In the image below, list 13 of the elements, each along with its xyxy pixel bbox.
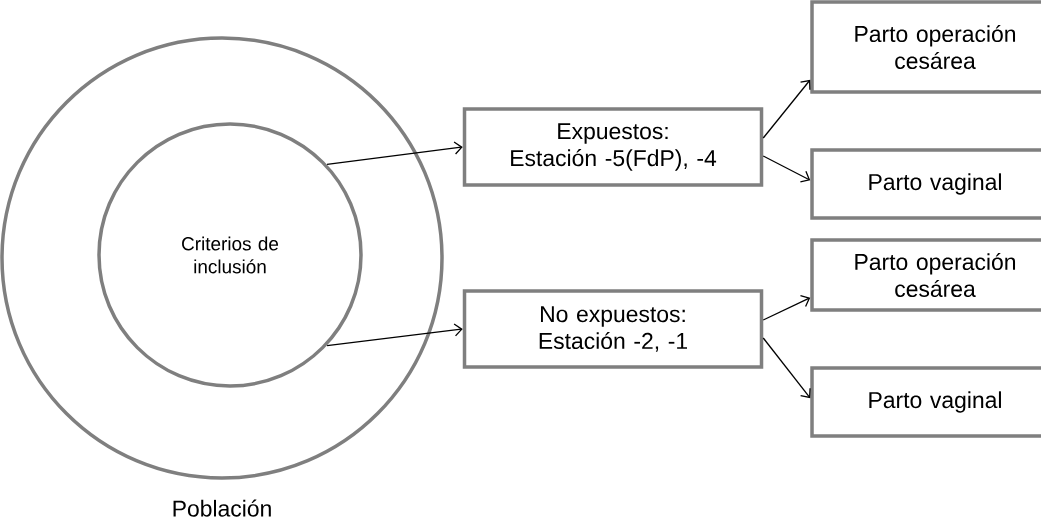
arrow (762, 79, 811, 139)
process-box: Parto operación cesárea (810, 238, 1041, 312)
process-box: No expuestos: Estación -2, -1 (462, 289, 764, 369)
process-box: Parto vaginal (810, 366, 1041, 438)
arrow (762, 155, 811, 183)
process-box: Parto operación cesárea (810, 0, 1041, 94)
arrow (762, 295, 811, 321)
arrow (326, 323, 463, 347)
arrow (326, 141, 463, 166)
process-box: Expuestos: Estación -5(FdP), -4 (462, 107, 764, 187)
arrow (762, 337, 811, 399)
process-box: Parto vaginal (810, 148, 1041, 220)
node-label: Población (173, 499, 271, 517)
